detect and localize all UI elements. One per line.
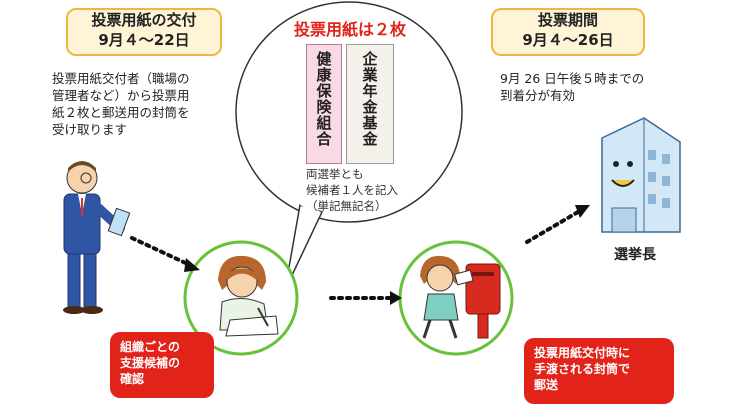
ballot-pension-label: 企業年金基金 [360,51,379,147]
step3-title: 投票期間 [537,11,598,29]
bubble-note-line: 候補者１人を記入 [306,183,398,197]
bubble-note-line: （単記無記名） [306,199,387,213]
official-man-illustration [63,161,131,314]
step1-title: 投票用紙の交付 [91,11,197,29]
ballot-health-insurance: 健康保険組合 [306,44,342,164]
step1-period: 9月４～22日 [98,31,190,49]
red-right-line: 手渡される封筒で [534,362,631,376]
arrow-to-step3 [329,291,402,305]
support-candidate-note: 組織ごとの 支援候補の 確認 [110,332,214,398]
woman-writing-illustration [218,255,279,337]
step1-tag: 投票用紙の交付 9月４～22日 [66,8,222,56]
step3-note: 9月 26 日午後５時までの 到着分が有効 [500,70,700,104]
step1-note: 投票用紙交付者（職場の 管理者など）から投票用 紙２枚と郵送用の封筒を 受け取り… [52,70,242,138]
building-illustration [601,117,681,233]
bubble-title: 投票用紙は２枚 [293,20,406,39]
girl-mailing-illustration [420,255,501,339]
ballot-pension-fund: 企業年金基金 [346,44,394,164]
step3-note-line: 到着分が有効 [500,88,576,103]
red-left-line: 支援候補の [120,356,181,370]
recipient-label: 選挙長 [614,247,656,263]
bubble-note: 両選挙とも 候補者１人を記入 （単記無記名） [306,166,446,214]
step1-note-line: 管理者など）から投票用 [52,88,190,103]
step3-period: 9月４～26日 [522,31,614,49]
step1-note-line: 投票用紙交付者（職場の [52,71,190,86]
step3-tag: 投票期間 9月４～26日 [491,8,645,56]
ballot-health-label: 健康保険組合 [314,51,333,147]
red-left-line: 組織ごとの [120,340,180,354]
red-right-line: 投票用紙交付時に [534,346,631,360]
step3-note-line: 9月 26 日午後５時までの [500,71,645,86]
step1-note-line: 紙２枚と郵送用の封筒を [52,105,190,120]
red-left-line: 確認 [120,372,145,386]
arrow-to-recipient [525,205,590,244]
arrow-to-step2 [130,236,200,272]
envelope-mailing-note: 投票用紙交付時に 手渡される封筒で 郵送 [524,338,674,404]
bubble-note-line: 両選挙とも [306,167,364,181]
red-right-line: 郵送 [534,378,559,392]
step1-note-line: 受け取ります [52,122,128,137]
